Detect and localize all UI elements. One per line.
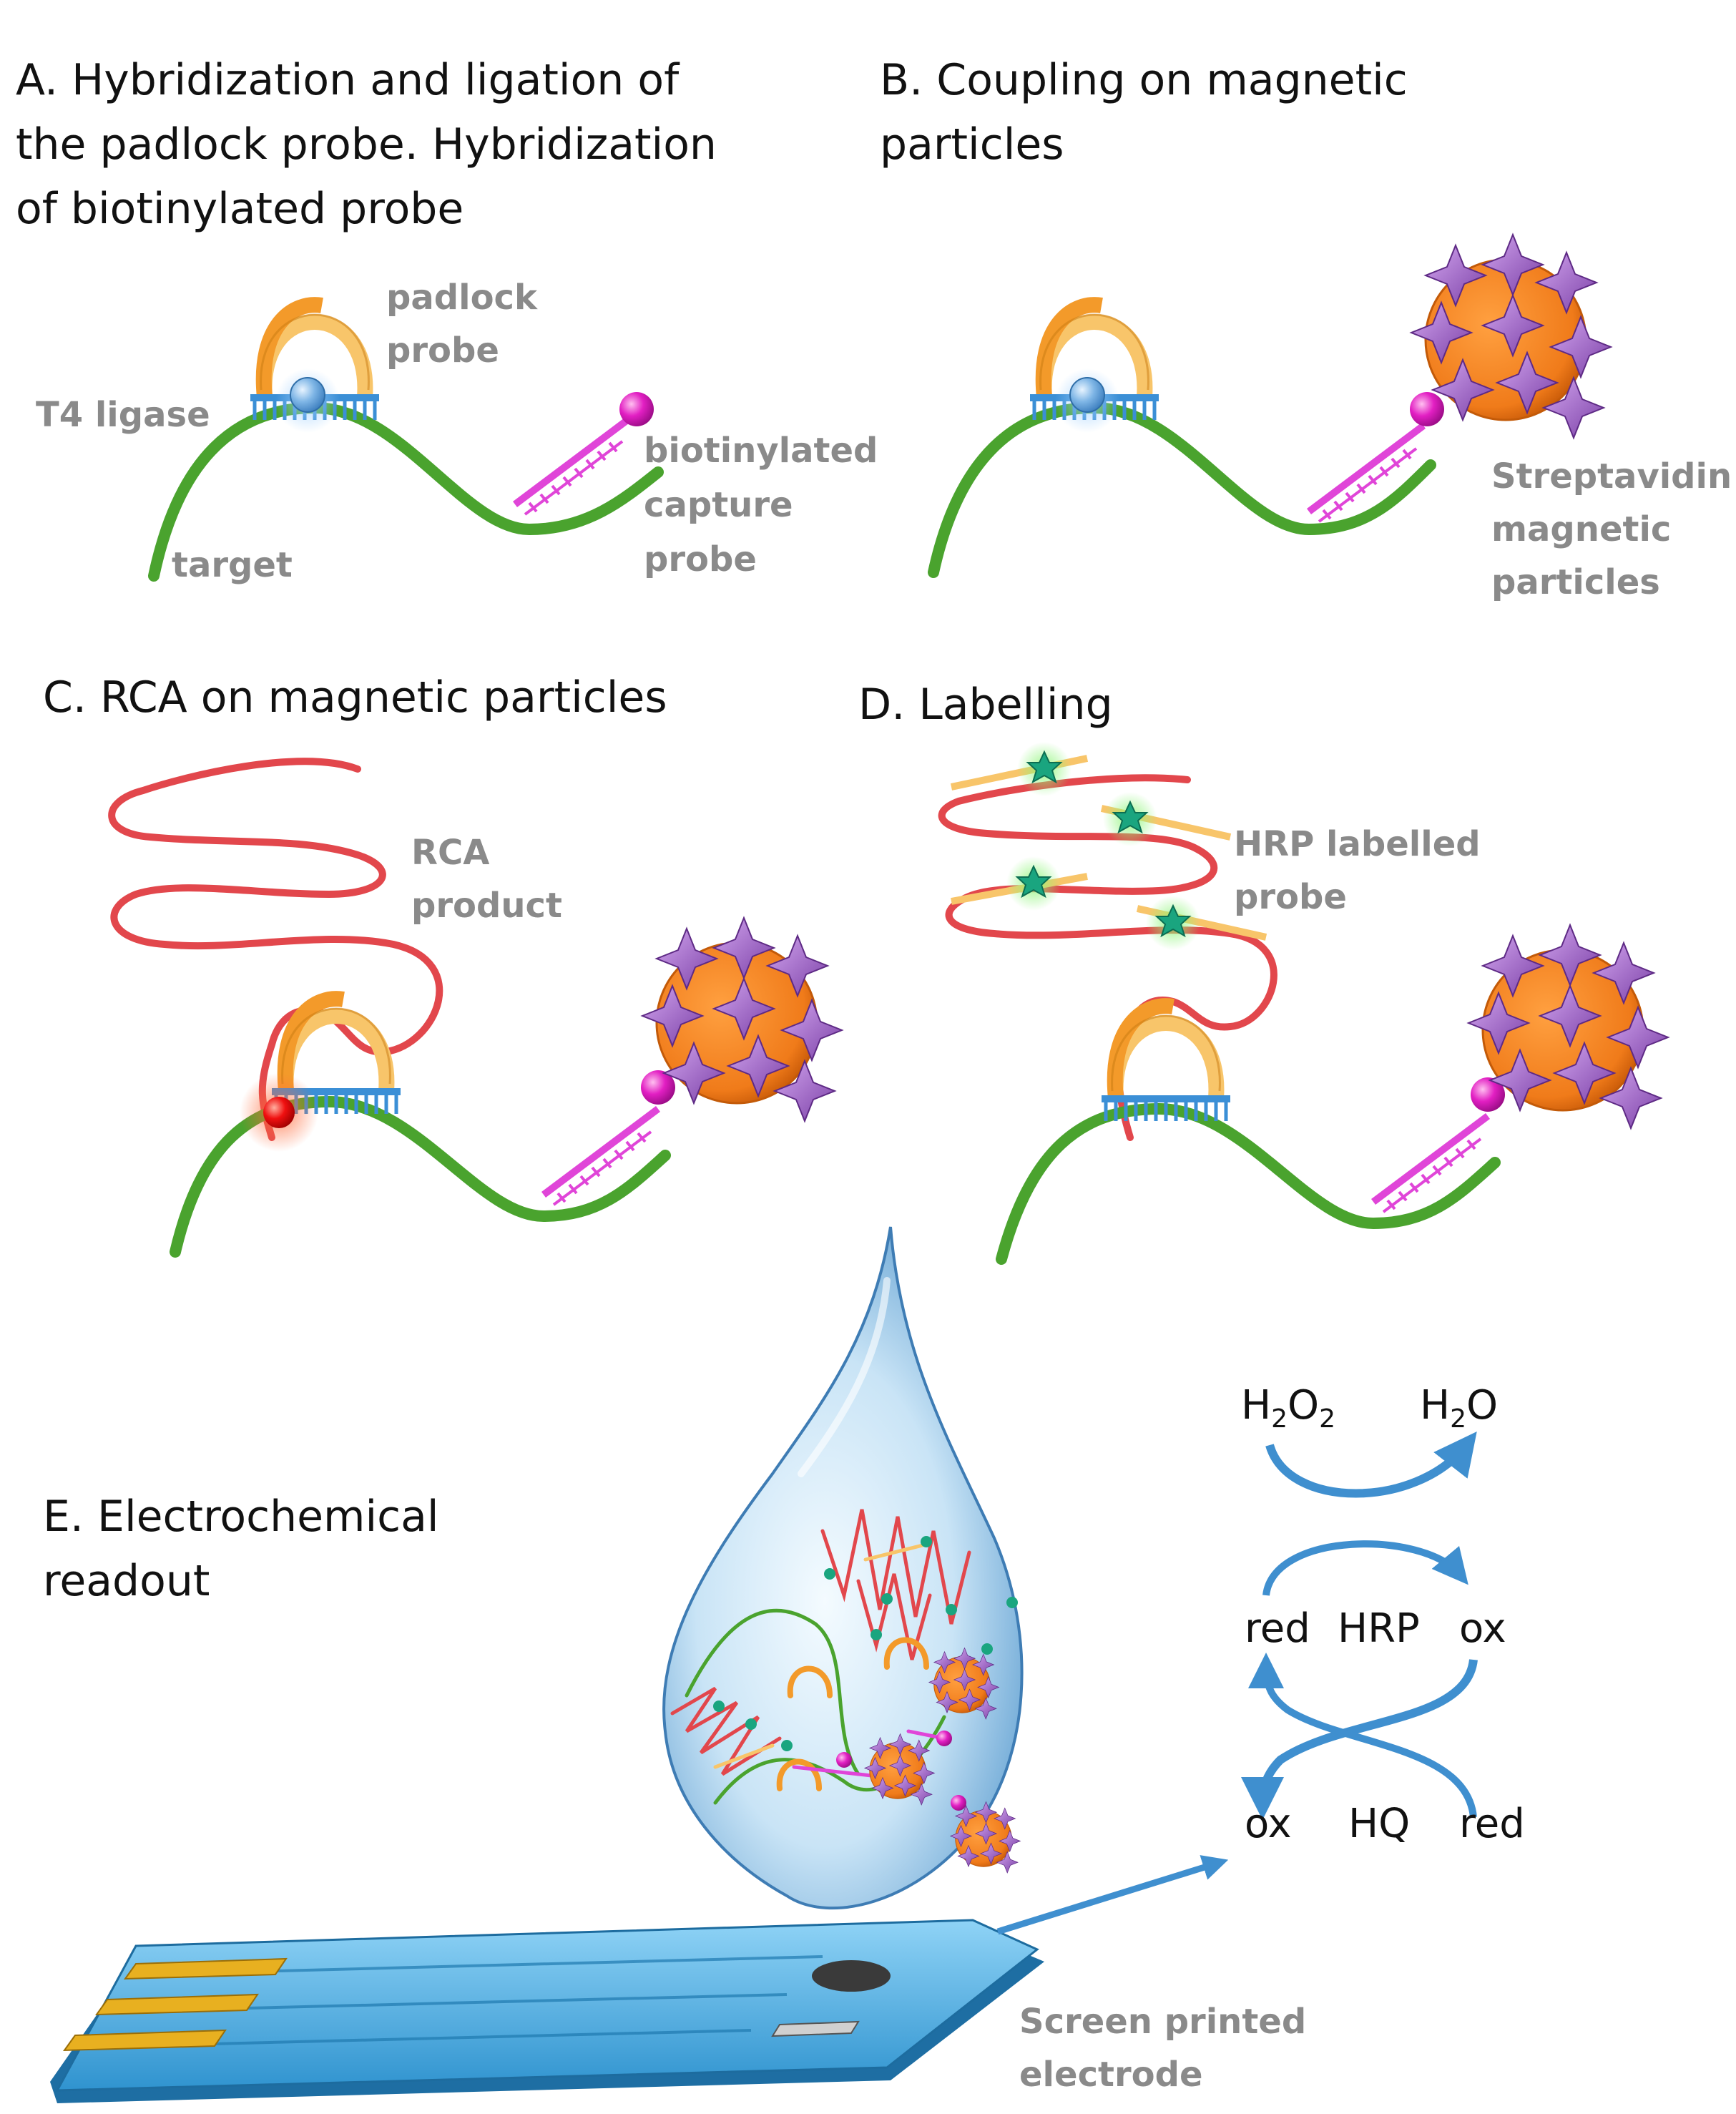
- label-hrp-1: HRP labelled: [1234, 824, 1481, 864]
- svg-text:A. Hybridization and ligation: A. Hybridization and ligation of: [16, 55, 680, 105]
- svg-text:B. Coupling on magnetic: B. Coupling on magnetic: [880, 55, 1408, 105]
- sample-drop: [662, 1226, 1024, 1910]
- working-electrode: [812, 1960, 891, 1992]
- reaction-ox-1: ox: [1459, 1605, 1506, 1652]
- label-target: target: [172, 545, 293, 585]
- hrp-probes: [950, 755, 1267, 941]
- panel-b-title-line-2: particles: [880, 119, 1064, 170]
- label-rca-2: product: [411, 886, 562, 926]
- svg-text:padlock: padlock: [386, 278, 538, 318]
- target-strand-d: [996, 1102, 1501, 1265]
- svg-text:Streptavidin: Streptavidin: [1491, 456, 1732, 496]
- label-particles-3: particles: [1491, 562, 1660, 602]
- capture-probe-d: [1373, 1116, 1488, 1212]
- svg-text:readout: readout: [43, 1556, 210, 1606]
- hrp-label-icon: [1145, 895, 1201, 951]
- panel-e-title-line-1: E. Electrochemical: [43, 1492, 439, 1542]
- label-capture-1: biotinylated: [644, 431, 878, 471]
- panel-a-title-line-2: the padlock probe. Hybridization: [16, 119, 717, 170]
- arrow-icon: [1241, 1659, 1478, 1820]
- h2o-label: H2O: [1420, 1382, 1498, 1434]
- arrow-icon: [1262, 1540, 1468, 1596]
- target-strand: [148, 401, 664, 582]
- svg-text:the padlock probe. Hybridizati: the padlock probe. Hybridization: [16, 119, 717, 170]
- panel-d: D. Labelling HRP labelled probe: [858, 680, 1668, 1265]
- capture-probe-b: [1309, 426, 1423, 522]
- panel-d-title: D. Labelling: [858, 680, 1113, 730]
- svg-text:probe: probe: [644, 539, 757, 579]
- svg-text:probe: probe: [1234, 877, 1347, 917]
- label-hrp-2: probe: [1234, 877, 1347, 917]
- svg-text:biotinylated: biotinylated: [644, 431, 878, 471]
- screen-printed-electrode: [50, 1919, 1044, 2103]
- panel-a: A. Hybridization and ligation of the pad…: [16, 55, 878, 585]
- reaction-ox-2: ox: [1245, 1801, 1292, 1847]
- label-particles-2: magnetic: [1491, 509, 1671, 549]
- panel-e: E. Electrochemical readout: [43, 1226, 1306, 2103]
- label-capture-2: capture: [644, 485, 793, 525]
- svg-text:RCA: RCA: [411, 833, 489, 873]
- ligase-sphere-icon: [1069, 377, 1105, 413]
- target-strand-b: [928, 401, 1436, 578]
- panel-a-title-line-3: of biotinylated probe: [16, 184, 464, 234]
- biotin-icon: [641, 1070, 675, 1105]
- hrp-label-icon: [1102, 791, 1158, 847]
- reaction-red-1: red: [1245, 1605, 1310, 1652]
- biotin-icon: [1410, 392, 1444, 426]
- svg-text:electrode: electrode: [1019, 2055, 1203, 2095]
- arrow-icon: [1265, 1432, 1477, 1498]
- label-rca-1: RCA: [411, 833, 489, 873]
- label-t4-ligase: T4 ligase: [36, 395, 210, 435]
- svg-text:Screen printed: Screen printed: [1019, 2002, 1306, 2042]
- label-electrode-2: electrode: [1019, 2055, 1203, 2095]
- svg-text:E. Electrochemical: E. Electrochemical: [43, 1492, 439, 1542]
- target-strand-c: [170, 1095, 671, 1258]
- label-particles-1: Streptavidin: [1491, 456, 1732, 496]
- hrp-label-icon: [1006, 856, 1061, 911]
- svg-text:of biotinylated probe: of biotinylated probe: [16, 184, 464, 234]
- panel-e-title-line-2: readout: [43, 1556, 210, 1606]
- reaction-red-2: red: [1459, 1801, 1525, 1847]
- svg-text:product: product: [411, 886, 562, 926]
- reaction-hrp: HRP: [1338, 1605, 1420, 1652]
- electrode-contacts: [63, 1957, 288, 2052]
- capture-probe-c: [544, 1109, 658, 1205]
- reaction-hq: HQ: [1348, 1801, 1410, 1847]
- panel-c-title: C. RCA on magnetic particles: [43, 672, 667, 723]
- svg-text:HRP labelled: HRP labelled: [1234, 824, 1481, 864]
- rca-product-strand: [108, 758, 443, 1141]
- panel-a-title-line-1: A. Hybridization and ligation of: [16, 55, 680, 105]
- biotin-icon: [1471, 1077, 1505, 1112]
- hrp-label-icon: [1016, 741, 1072, 797]
- red-nick-sphere-icon: [263, 1097, 295, 1128]
- reaction-scheme: H2O2 H2O red HRP ox ox HQ red: [1241, 1382, 1525, 1847]
- biotin-icon: [619, 392, 654, 426]
- label-padlock-2: probe: [386, 331, 499, 371]
- label-padlock-1: padlock: [386, 278, 538, 318]
- ligase-sphere-icon: [290, 377, 325, 413]
- svg-text:capture: capture: [644, 485, 793, 525]
- panel-b-title-line-1: B. Coupling on magnetic: [880, 55, 1408, 105]
- label-capture-3: probe: [644, 539, 757, 579]
- svg-text:particles: particles: [1491, 562, 1660, 602]
- svg-text:magnetic: magnetic: [1491, 509, 1671, 549]
- panel-b: B. Coupling on magnetic particles Strept…: [880, 55, 1732, 602]
- label-electrode-1: Screen printed: [1019, 2002, 1306, 2042]
- panel-c: C. RCA on magnetic particles RCA product: [43, 672, 842, 1258]
- svg-text:probe: probe: [386, 331, 499, 371]
- h2o2-label: H2O2: [1241, 1382, 1335, 1434]
- arrow-icon: [996, 1855, 1229, 1935]
- svg-text:particles: particles: [880, 119, 1064, 170]
- arrow-icon: [1248, 1653, 1477, 1818]
